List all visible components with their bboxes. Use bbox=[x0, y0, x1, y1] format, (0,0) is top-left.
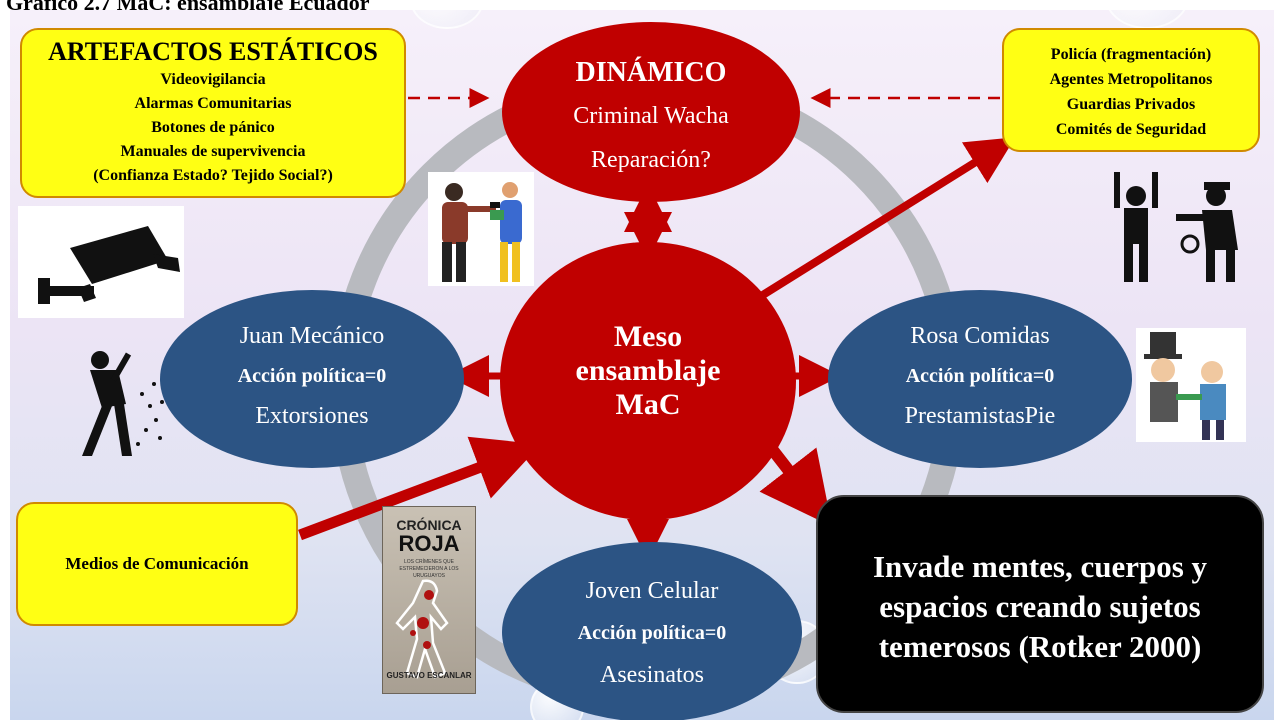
chalk-outline-icon bbox=[395, 579, 449, 679]
artefactos-box: ARTEFACTOS ESTÁTICOS Videovigilancia Ala… bbox=[20, 28, 406, 198]
meso-line2: ensamblaje bbox=[575, 354, 721, 387]
meso-line3: MaC bbox=[615, 388, 681, 421]
invade-box: Invade mentes, cuerpos y espacios creand… bbox=[816, 495, 1264, 713]
dinamico-line2: Reparación? bbox=[591, 147, 711, 173]
arrow-medios-meso bbox=[298, 436, 541, 541]
fleeing-figure-icon bbox=[82, 351, 164, 456]
juan-ellipse: Juan Mecánico Acción política=0 Extorsio… bbox=[160, 290, 464, 468]
rosa-accion: Acción política=0 bbox=[905, 365, 1055, 387]
artefactos-item: (Confianza Estado? Tejido Social?) bbox=[93, 167, 333, 184]
robbery-picture bbox=[428, 172, 534, 286]
rosa-ellipse: Rosa Comidas Acción política=0 Prestamis… bbox=[828, 290, 1132, 468]
juan-name: Juan Mecánico bbox=[239, 323, 385, 349]
book-author: GUSTAVO ESCANLAR bbox=[386, 671, 472, 680]
fleeing-picture bbox=[62, 344, 174, 460]
policia-item: Guardias Privados bbox=[1066, 96, 1196, 113]
policia-box: Policía (fragmentación) Agentes Metropol… bbox=[1002, 28, 1260, 152]
policia-item: Policía (fragmentación) bbox=[1050, 46, 1212, 63]
juan-detail: Extorsiones bbox=[255, 403, 369, 429]
dinamico-title: DINÁMICO bbox=[575, 57, 727, 88]
loan-shark-cartoon bbox=[1144, 332, 1226, 440]
loan-shark-picture bbox=[1136, 328, 1246, 442]
joven-ellipse: Joven Celular Acción política=0 Asesinat… bbox=[502, 542, 802, 720]
policia-item: Agentes Metropolitanos bbox=[1049, 71, 1213, 88]
joven-accion: Acción política=0 bbox=[577, 622, 727, 644]
policia-item: Comités de Seguridad bbox=[1055, 121, 1207, 138]
figure-caption: Gráfico 2.7 MaC: ensamblaje Ecuador bbox=[6, 0, 370, 15]
joven-detail: Asesinatos bbox=[600, 662, 704, 688]
diagram-slide: ARTEFACTOS ESTÁTICOS Videovigilancia Ala… bbox=[10, 10, 1274, 720]
arrest-picture bbox=[1106, 170, 1252, 284]
juan-accion: Acción política=0 bbox=[237, 365, 387, 387]
book-subtitle: LOS CRÍMENES QUE ESTREMECIERON A LOS URU… bbox=[399, 559, 459, 579]
book-title-line1: CRÓNICA bbox=[396, 517, 462, 533]
book-cover: CRÓNICA ROJA LOS CRÍMENES QUE ESTREMECIE… bbox=[382, 506, 476, 694]
artefactos-item: Videovigilancia bbox=[160, 71, 266, 88]
robbery-illustration bbox=[442, 182, 522, 282]
arrow-meso-policia bbox=[755, 137, 1016, 302]
artefactos-title: ARTEFACTOS ESTÁTICOS bbox=[48, 37, 378, 66]
artefactos-item: Alarmas Comunitarias bbox=[134, 95, 292, 112]
arrest-silhouette-icon bbox=[1114, 172, 1238, 282]
cctv-camera-icon bbox=[38, 226, 180, 304]
dinamico-line1: Criminal Wacha bbox=[573, 103, 729, 129]
invade-text: Invade mentes, cuerpos y espacios creand… bbox=[872, 549, 1208, 664]
artefactos-item: Botones de pánico bbox=[151, 119, 275, 136]
meso-line1: Meso bbox=[613, 320, 683, 353]
medios-label: Medios de Comunicación bbox=[65, 554, 249, 573]
dinamico-ellipse: DINÁMICO Criminal Wacha Reparación? bbox=[502, 22, 800, 202]
meso-ellipse: Meso ensamblaje MaC bbox=[500, 242, 796, 520]
cctv-camera-picture bbox=[18, 206, 184, 318]
book-title-line2: ROJA bbox=[398, 531, 460, 556]
artefactos-item: Manuales de supervivencia bbox=[120, 143, 306, 160]
rosa-name: Rosa Comidas bbox=[910, 323, 1050, 349]
joven-name: Joven Celular bbox=[585, 578, 719, 604]
rosa-detail: PrestamistasPie bbox=[904, 403, 1056, 429]
medios-box: Medios de Comunicación bbox=[16, 502, 298, 626]
